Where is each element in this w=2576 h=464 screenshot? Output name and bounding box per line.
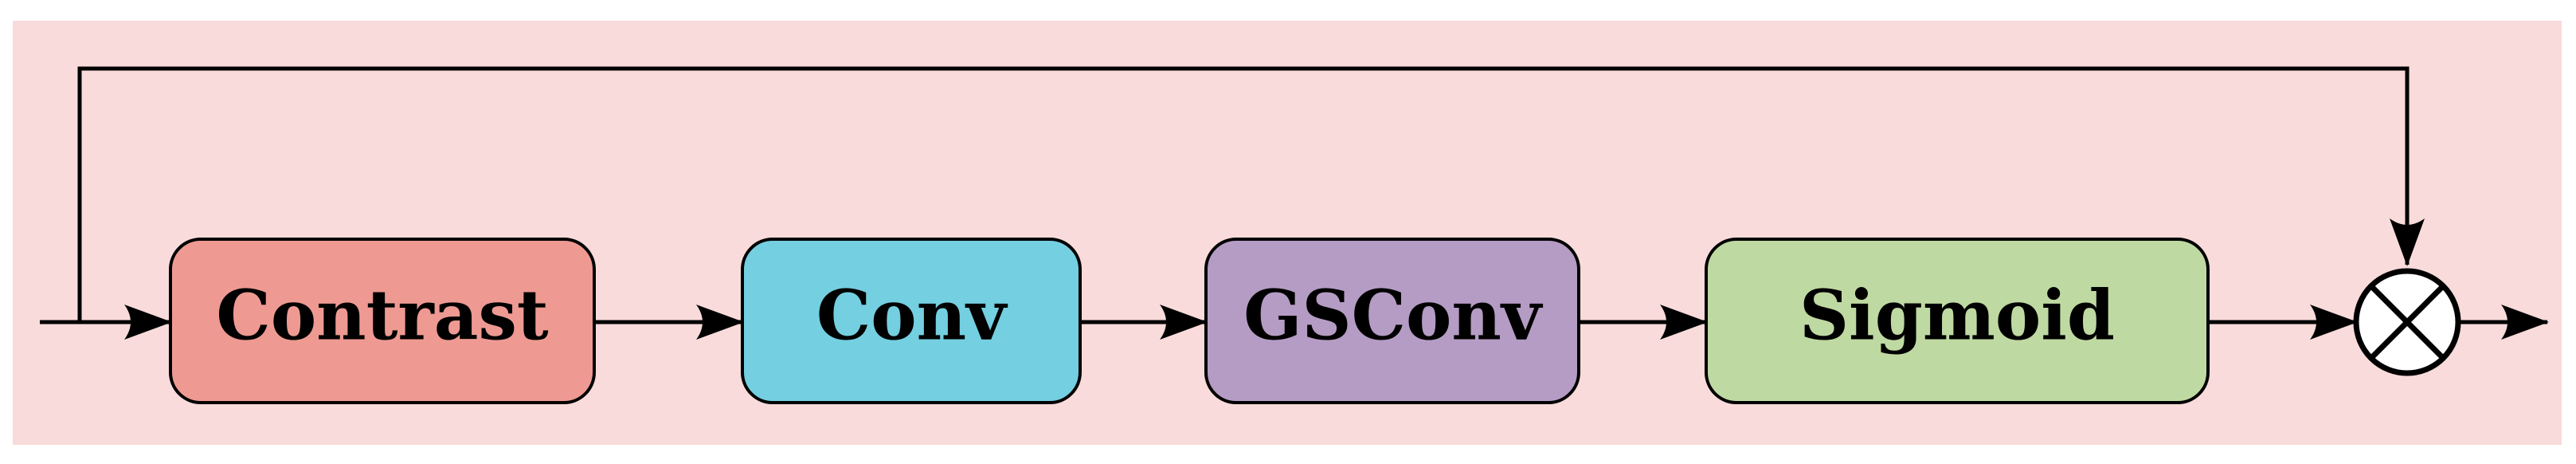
conv-block-label: Conv [816,276,1008,356]
skip-connection-line [77,66,2410,322]
sigmoid-block-label: Sigmoid [1799,276,2115,356]
multiply-icon [2353,268,2461,376]
contrast-block-label: Contrast [216,276,549,356]
gsconv-block-label: GSConv [1243,276,1544,356]
